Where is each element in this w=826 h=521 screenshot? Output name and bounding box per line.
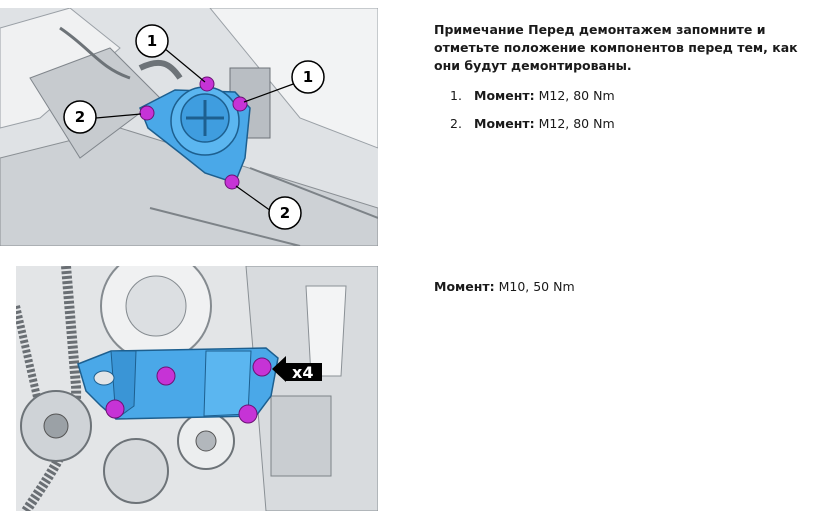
torque-step-2: 2.Момент: M12, 80 Nm	[450, 116, 615, 131]
bracket-torque-spec: Момент: M10, 50 Nm	[434, 279, 575, 294]
torque-value: M10, 50 Nm	[498, 279, 575, 294]
torque-label: Момент:	[474, 88, 535, 103]
torque-label: Момент:	[474, 116, 535, 131]
svg-text:x4: x4	[292, 363, 313, 382]
torque-label: Момент:	[434, 279, 495, 294]
svg-text:1: 1	[147, 32, 157, 50]
torque-steps-list: 1.Момент: M12, 80 Nm 2.Момент: M12, 80 N…	[450, 88, 615, 144]
callout-1b: 1	[291, 60, 325, 94]
callout-2a: 2	[63, 100, 97, 134]
torque-step-1: 1.Момент: M12, 80 Nm	[450, 88, 615, 103]
x4-arrow-label: x4	[272, 356, 322, 382]
callout-2b: 2	[268, 196, 302, 230]
svg-text:2: 2	[75, 108, 85, 126]
torque-value: M12, 80 Nm	[538, 88, 615, 103]
removal-note: Примечание Перед демонтажем запомните и …	[434, 22, 798, 73]
mount-bracket-drawing: x4	[16, 266, 378, 511]
engine-mount-drawing: 1 1 2 2	[0, 8, 378, 246]
torque-value: M12, 80 Nm	[538, 116, 615, 131]
engine-mount-illustration: 1 1 2 2	[0, 8, 378, 246]
callout-1a: 1	[135, 24, 169, 58]
svg-text:2: 2	[280, 204, 290, 222]
svg-text:1: 1	[303, 68, 313, 86]
mount-bracket-illustration: x4	[16, 266, 378, 511]
